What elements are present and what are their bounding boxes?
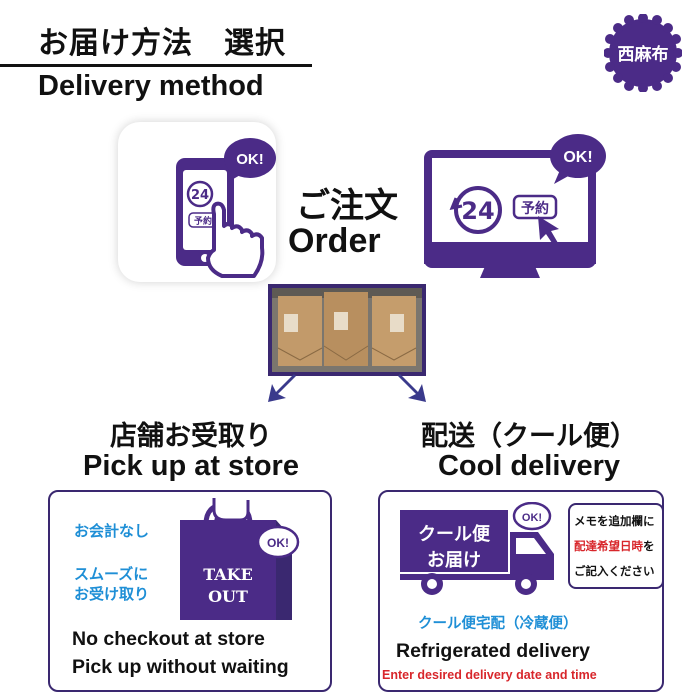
memo-line3: ご記入ください bbox=[574, 564, 655, 578]
smartphone-icon: 24 予約 OK! bbox=[176, 138, 276, 278]
order-title-en: Order bbox=[288, 222, 381, 260]
phone-ok-text: OK! bbox=[236, 151, 264, 168]
cool-subtitle: クール便宅配（冷蔵便） bbox=[418, 616, 578, 632]
truck-label-line2: お届け bbox=[427, 550, 481, 571]
store-badge bbox=[604, 14, 682, 92]
phone-reserve-text: 予約 bbox=[194, 215, 212, 227]
order-title-jp: ご注文 bbox=[296, 186, 398, 226]
memo-line1: メモを追加欄に bbox=[574, 514, 655, 528]
title-divider bbox=[0, 64, 312, 67]
truck-ok-text: OK! bbox=[522, 512, 542, 524]
monitor-ok-text: OK! bbox=[563, 149, 592, 166]
monitor-reserve-text: 予約 bbox=[521, 200, 549, 217]
monitor-icon: 24 予約 OK! bbox=[424, 134, 606, 278]
arrow-down-left-icon bbox=[268, 374, 296, 402]
page-title-jp: お届け方法 選択 bbox=[38, 26, 286, 61]
badge-label: 西麻布 bbox=[617, 45, 669, 65]
takeout-bag-icon: TAKE OUT OK! bbox=[180, 498, 300, 620]
arrow-down-right-icon bbox=[398, 374, 426, 402]
page-title-en: Delivery method bbox=[38, 70, 264, 102]
phone-24-text: 24 bbox=[191, 188, 209, 203]
no-checkout-note: お会計なし bbox=[74, 522, 150, 540]
memo-instruction-box bbox=[568, 503, 664, 589]
truck-label-line1: クール便 bbox=[418, 524, 490, 545]
pickup-line1: No checkout at store bbox=[72, 628, 265, 650]
cool-line2: Enter desired delivery date and time bbox=[382, 668, 597, 682]
cool-heading-en: Cool delivery bbox=[437, 450, 621, 482]
memo-line2-tail: を bbox=[643, 539, 655, 553]
smooth-note-line1: スムーズに bbox=[74, 565, 149, 583]
product-photo bbox=[268, 284, 426, 376]
bag-ok-text: OK! bbox=[267, 536, 289, 550]
pickup-heading-jp: 店舗お受取り bbox=[110, 421, 272, 452]
bag-text-out: OUT bbox=[208, 587, 248, 606]
pickup-heading-en: Pick up at store bbox=[83, 450, 299, 482]
monitor-24-text: 24 bbox=[461, 197, 494, 225]
cool-heading-jp: 配送（クール便） bbox=[421, 421, 637, 452]
cool-line1: Refrigerated delivery bbox=[396, 640, 591, 662]
pickup-line2: Pick up without waiting bbox=[72, 656, 289, 678]
memo-line2-highlight: 配達希望日時 bbox=[574, 539, 643, 553]
bag-text-take: TAKE bbox=[203, 565, 253, 584]
delivery-truck-icon: OK! bbox=[400, 502, 554, 595]
smooth-note-line2: お受け取り bbox=[74, 585, 150, 603]
paper-bags-image bbox=[272, 288, 422, 372]
